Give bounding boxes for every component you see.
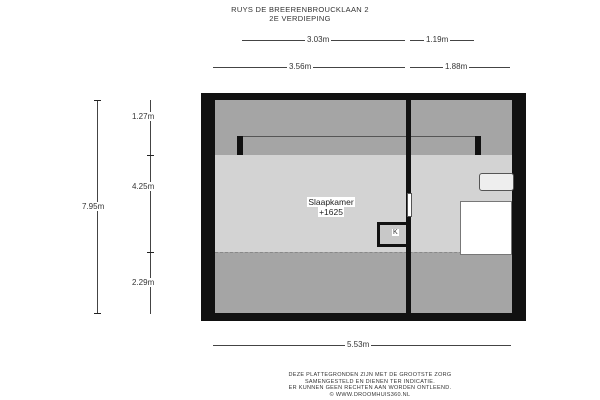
toilet: [479, 173, 514, 191]
room-name: Slaapkamer: [307, 197, 355, 207]
dim-label: 1.19m: [424, 35, 451, 44]
dim-label: 2.29m: [130, 278, 157, 287]
dim-label: 1.27m: [130, 112, 157, 121]
plan-subtitle: 2E VERDIEPING: [269, 14, 331, 23]
dormer-wall: [237, 136, 481, 137]
disclaimer-line: ER KUNNEN GEEN RECHTEN AAN WORDEN ONTLEE…: [288, 385, 452, 391]
dim-label: 1.88m: [443, 62, 470, 71]
plan-title: RUYS DE BREERENBROUCKLAAN 2: [231, 5, 369, 14]
disclaimer-line: DEZE PLATTEGRONDEN ZIJN MET DE GROOTSTE …: [288, 372, 452, 378]
cupboard-label: K: [392, 229, 399, 236]
dormer-post: [237, 136, 243, 155]
dim-line: [150, 100, 151, 314]
room-level: +1625: [318, 207, 344, 217]
room-label: Slaapkamer +1625: [281, 197, 381, 217]
disclaimer-line: SAMENGESTELD EN DIENEN TER INDICATIE.: [304, 378, 436, 385]
dim-label: 4.25m: [130, 182, 157, 191]
dim-tick: [147, 155, 154, 156]
staircase: [460, 201, 512, 255]
door: [407, 193, 412, 217]
floor-plan: K Slaapkamer +1625: [201, 93, 526, 321]
dim-label: 3.03m: [305, 35, 332, 44]
dim-tick: [94, 100, 101, 101]
disclaimer: DEZE PLATTEGRONDEN ZIJN MET DE GROOTSTE …: [220, 372, 520, 398]
dim-label: 3.56m: [287, 62, 314, 71]
dim-label: 7.95m: [80, 202, 107, 211]
cupboard: [377, 222, 406, 247]
dim-tick: [147, 252, 154, 253]
disclaimer-line: © WWW.DROOMHUIS360.NL: [329, 391, 411, 398]
dim-tick: [94, 313, 101, 314]
dashed-line: [215, 252, 512, 253]
dim-label: 5.53m: [345, 340, 372, 349]
dormer-post: [475, 136, 481, 155]
